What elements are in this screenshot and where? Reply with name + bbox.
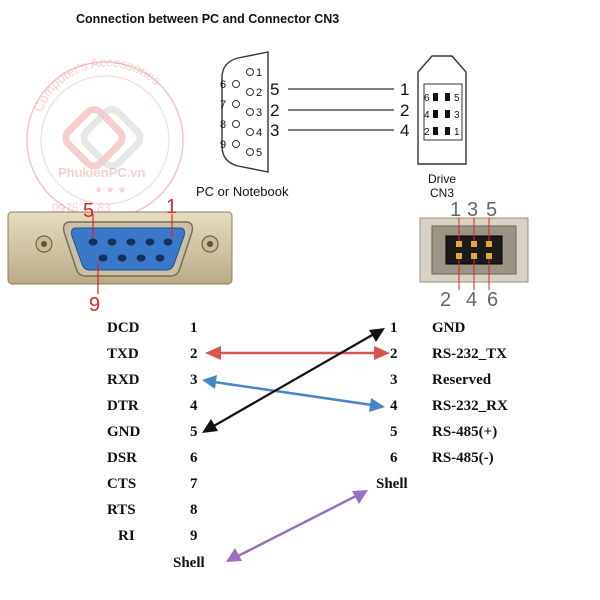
- cn3-photo-top-label: 1: [450, 199, 461, 221]
- wire-drive-pin: 4: [400, 121, 409, 140]
- cn3-photo-bottom-label: 2: [440, 289, 451, 311]
- cn3-pin-name: GND: [432, 320, 466, 336]
- watermark-stars-icon: ★ ★ ★: [94, 185, 126, 196]
- drive-pin-label: 2: [424, 127, 430, 138]
- db9-pin-label: 5: [256, 147, 262, 159]
- wire-pc-pin: 5: [270, 80, 279, 99]
- cn3-photo-bottom-label: 6: [487, 289, 498, 311]
- cn3-pin-number: 5: [390, 424, 398, 440]
- pc-pin-name: CTS: [107, 476, 136, 492]
- pc-pin-number: 4: [190, 398, 198, 414]
- drive-pin-label: 5: [454, 93, 460, 104]
- cn3-pin-number: 3: [390, 372, 398, 388]
- pc-pin-number: 6: [190, 450, 198, 466]
- cn3-pin-number: 4: [390, 398, 398, 414]
- db9-photo-label-5: 5: [83, 200, 94, 222]
- pc-pin-number: 2: [190, 346, 198, 362]
- pc-pin-table: DCD 1 TXD 2 RXD 3 DTR 4 GND 5 DSR 6 CTS …: [107, 320, 205, 571]
- pc-shell-label: Shell: [173, 555, 205, 571]
- cn3-photo: 1 3 5 2 4 6: [419, 199, 529, 311]
- pc-pin-number: 7: [190, 476, 198, 492]
- cn3-pin-name: RS-485(-): [432, 450, 494, 466]
- cn3-shell-label: Shell: [376, 476, 408, 492]
- pc-pin-number: 9: [190, 528, 198, 544]
- db9-photo-label-9: 9: [89, 294, 100, 316]
- pc-pin-name: DSR: [107, 450, 137, 466]
- watermark-logo: Computer's Accessories PhukienPC.vn ★ ★ …: [26, 54, 184, 219]
- wire-drive-pin: 2: [400, 101, 409, 120]
- arrow-rx: [202, 375, 385, 412]
- cn3-pin-table: 1 GND 2 RS-232_TX 3 Reserved 4 RS-232_RX…: [376, 320, 508, 492]
- db9-caption: PC or Notebook: [196, 184, 289, 199]
- pc-pin-name: RI: [118, 528, 135, 544]
- drive-pin-label: 6: [424, 93, 430, 104]
- arrow-shell: [226, 490, 368, 562]
- cn3-photo-top-label: 3: [467, 199, 478, 221]
- pc-pin-name: RXD: [107, 372, 140, 388]
- db9-pin-label: 6: [220, 79, 226, 91]
- cn3-photo-top-label: 5: [486, 199, 497, 221]
- db9-pin-label: 3: [256, 107, 262, 119]
- pc-pin-name: DCD: [107, 320, 140, 336]
- arrow-tx: [205, 346, 390, 360]
- db9-right-pins: 1 2 3 4 5: [246, 67, 262, 159]
- wire-drive-pin: 1: [400, 80, 409, 99]
- pc-pin-name: TXD: [107, 346, 139, 362]
- cn3-pin-name: RS-485(+): [432, 424, 497, 440]
- db9-left-pins: 6 7 8 9: [220, 79, 240, 151]
- pc-pin-number: 5: [190, 424, 198, 440]
- cn3-pin-number: 6: [390, 450, 398, 466]
- pc-pin-name: GND: [107, 424, 141, 440]
- watermark-emblem-icon: [62, 106, 144, 170]
- cn3-pin-name: RS-232_TX: [432, 346, 507, 362]
- pc-pin-number: 3: [190, 372, 198, 388]
- pc-pin-number: 1: [190, 320, 198, 336]
- pc-pin-name: RTS: [107, 502, 136, 518]
- drive-pin-label: 1: [454, 127, 460, 138]
- cn3-pin-name: RS-232_RX: [432, 398, 508, 414]
- drive-caption-line1: Drive: [428, 172, 456, 186]
- diagram-title: Connection between PC and Connector CN3: [76, 12, 339, 26]
- db9-pin-label: 7: [220, 99, 226, 111]
- drive-cn3-schematic: 6 5 4 3 2 1 Drive CN3: [417, 55, 467, 200]
- drive-pin-grid: 6 5 4 3 2 1: [424, 93, 460, 138]
- db9-schematic: 6 7 8 9 1 2 3 4 5 PC or Notebook: [196, 51, 289, 199]
- db9-photo: 5 1 9: [7, 196, 233, 316]
- db9-pin-label: 2: [256, 87, 262, 99]
- cn3-pin-name: Reserved: [432, 372, 492, 388]
- db9-pin-label: 4: [256, 127, 262, 139]
- arrow-gnd: [202, 328, 385, 433]
- drive-caption-line2: CN3: [430, 186, 454, 200]
- cn3-pin-number: 2: [390, 346, 398, 362]
- db9-photo-label-1: 1: [166, 196, 177, 218]
- cn3-pin-number: 1: [390, 320, 398, 336]
- db9-pin-label: 1: [256, 67, 262, 79]
- pc-pin-number: 8: [190, 502, 198, 518]
- wire-pc-pin: 3: [270, 121, 279, 140]
- drive-pin-label: 4: [424, 110, 430, 121]
- watermark-site: PhukienPC.vn: [58, 165, 145, 180]
- connection-arrows: [202, 328, 390, 562]
- wire-pc-pin: 2: [270, 101, 279, 120]
- drive-pin-label: 3: [454, 110, 460, 121]
- db9-pin-label: 8: [220, 119, 226, 131]
- db9-pin-label: 9: [220, 139, 226, 151]
- pc-pin-name: DTR: [107, 398, 139, 414]
- cn3-photo-bottom-label: 4: [466, 289, 477, 311]
- top-wiring: 5 1 2 2 3 4: [270, 80, 409, 140]
